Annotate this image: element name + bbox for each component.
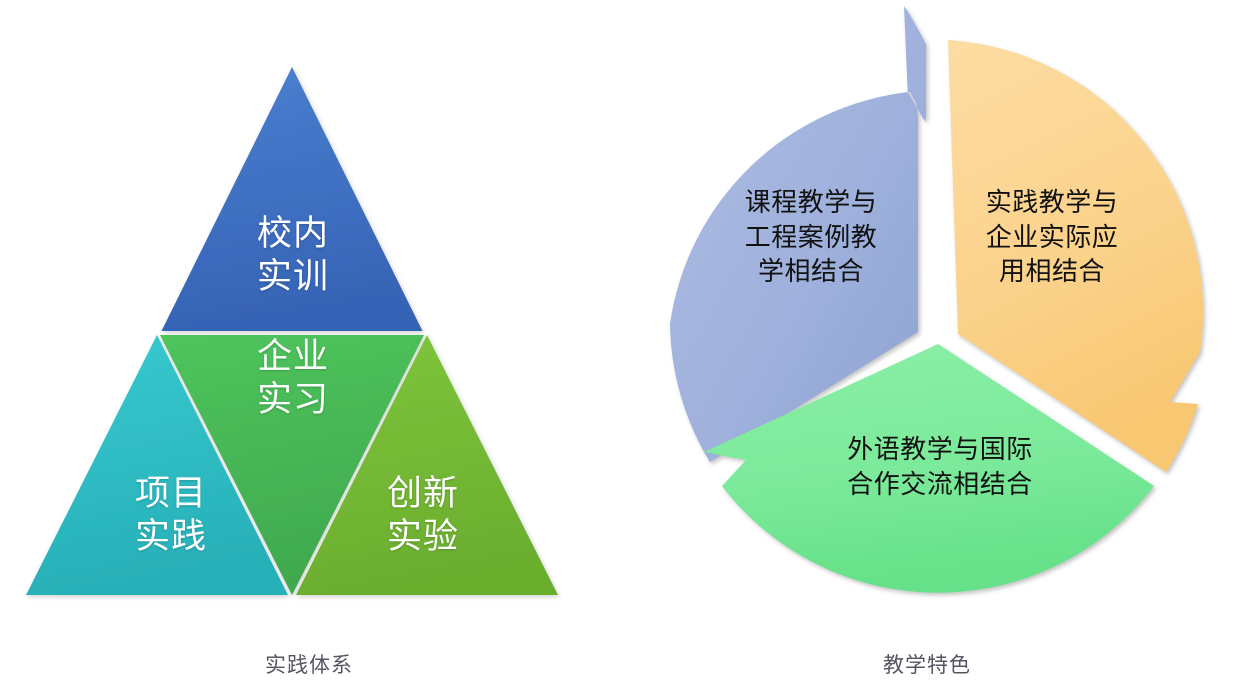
pyramid-caption: 实践体系 [265,654,353,677]
circle-svg [670,6,1204,593]
pyramid-segment-bottom-right [296,335,558,595]
circle-segment-upper-right [948,40,1204,472]
pyramid-svg [26,67,558,595]
circle-segment-bottom [704,344,1154,593]
circle-segment-upper-left-body [670,6,926,462]
pyramid-segment-bottom-left [26,335,288,595]
pyramid-figure: 校内 实训 企业 实习 项目 实践 创新 实验 实践体系 [26,67,558,677]
circle-caption: 教学特色 [883,654,971,677]
circle-figure: 课程教学与 工程案例教 学相结合 实践教学与 企业实际应 用相结合 外语教学与国… [618,0,1236,694]
pyramid-segment-middle [160,335,424,595]
pyramid-segment-top [161,67,423,331]
